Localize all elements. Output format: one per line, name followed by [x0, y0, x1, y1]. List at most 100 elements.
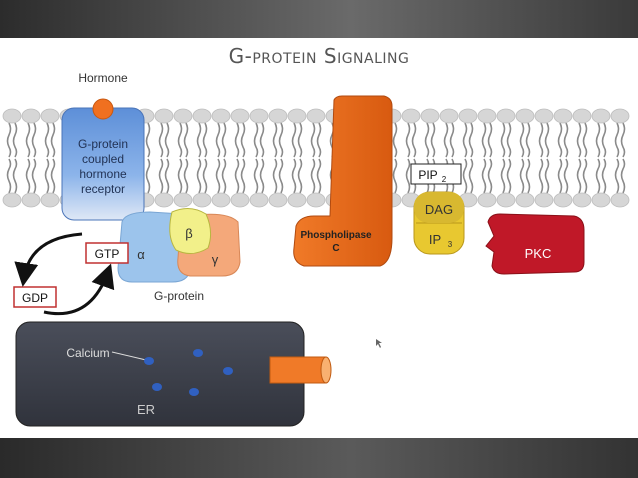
lipid-tail: [601, 158, 607, 194]
lipid-head: [458, 108, 478, 124]
lipid-tail: [620, 158, 626, 194]
lipid-head: [192, 192, 212, 208]
lipid-tail: [500, 122, 506, 158]
lipid-tail: [405, 158, 411, 194]
lipid-tail: [297, 122, 303, 158]
gtp-box: [85, 242, 129, 264]
lipid-tail: [31, 122, 37, 158]
lipid-tail: [240, 158, 246, 194]
lipid-tail: [259, 122, 265, 158]
lipid-head: [211, 108, 231, 124]
lipid-tail: [6, 122, 12, 158]
lipid-head: [591, 192, 611, 208]
lipid-head: [572, 108, 592, 124]
lipid-tail: [582, 122, 588, 158]
lipid-tail: [538, 158, 544, 194]
lipid-head: [40, 108, 60, 124]
lipid-tail: [576, 158, 582, 194]
lipid-tail: [12, 158, 18, 194]
lipid-tail: [411, 122, 417, 158]
lipid-tail: [278, 122, 284, 158]
g-protein-label: G-protein: [154, 289, 204, 303]
dag-ip3-molecule: DAG IP 3: [413, 191, 465, 255]
lipid-head: [287, 192, 307, 208]
lipid-tail: [240, 122, 246, 158]
slide-title: G-protein Signaling: [228, 44, 410, 68]
lipid-head: [515, 108, 535, 124]
lipid-head: [439, 108, 459, 124]
lipid-tail: [443, 122, 449, 158]
lipid-head: [230, 108, 250, 124]
lipid-tail: [259, 158, 265, 194]
bottom-banner: [0, 438, 638, 478]
lipid-tail: [44, 122, 50, 158]
lipid-tail: [196, 158, 202, 194]
lipid-head: [572, 192, 592, 208]
lipid-head: [268, 108, 288, 124]
lipid-tail: [158, 158, 164, 194]
lipid-tail: [25, 122, 31, 158]
lipid-tail: [25, 158, 31, 194]
lipid-tail: [500, 158, 506, 194]
lipid-tail: [563, 122, 569, 158]
lipid-tail: [272, 158, 278, 194]
lipid-tail: [50, 122, 56, 158]
lipid-tail: [221, 122, 227, 158]
lipid-tail: [310, 122, 316, 158]
phospholipase-label-1: Phospholipase: [300, 230, 372, 241]
lipid-tail: [12, 122, 18, 158]
lipid-tail: [468, 122, 474, 158]
lipid-tail: [424, 122, 430, 158]
lipid-head: [230, 192, 250, 208]
lipid-tail: [392, 122, 398, 158]
lipid-head: [306, 108, 326, 124]
lipid-head: [40, 192, 60, 208]
gamma-label: γ: [212, 252, 219, 267]
ip3-receptor-channel: [269, 356, 332, 384]
lipid-tail: [215, 122, 221, 158]
lipid-head: [154, 192, 174, 208]
lipid-tail: [215, 158, 221, 194]
ip-label: IP: [429, 232, 441, 247]
lipid-head: [496, 108, 516, 124]
calcium-ion: [193, 349, 203, 357]
calcium-ion: [189, 388, 199, 396]
lipid-head: [477, 192, 497, 208]
lipid-tail: [183, 158, 189, 194]
pkc-enzyme: [485, 213, 585, 275]
lipid-head: [306, 192, 326, 208]
lipid-tail: [234, 122, 240, 158]
lipid-head: [515, 192, 535, 208]
lipid-head: [192, 108, 212, 124]
lipid-tail: [487, 122, 493, 158]
lipid-tail: [614, 122, 620, 158]
lipid-tail: [601, 122, 607, 158]
lipid-tail: [158, 122, 164, 158]
lipid-head: [2, 192, 22, 208]
lipid-tail: [297, 158, 303, 194]
lipid-head: [173, 192, 193, 208]
lipid-tail: [183, 122, 189, 158]
lipid-tail: [164, 158, 170, 194]
pip-subscript: 2: [442, 175, 447, 184]
lipid-head: [21, 192, 41, 208]
lipid-tail: [145, 158, 151, 194]
lipid-tail: [50, 158, 56, 194]
receptor-label-3: hormone: [79, 167, 127, 181]
lipid-tail: [253, 158, 259, 194]
lipid-tail: [221, 158, 227, 194]
lipid-head: [591, 108, 611, 124]
receptor-label-4: receptor: [81, 182, 125, 196]
lipid-tail: [392, 158, 398, 194]
lipid-tail: [544, 158, 550, 194]
lipid-head: [553, 192, 573, 208]
calcium-ion: [223, 367, 233, 375]
calcium-ion: [152, 383, 162, 391]
ip-subscript: 3: [448, 240, 453, 249]
calcium-ion: [144, 357, 154, 365]
lipid-tail: [519, 158, 525, 194]
lipid-tail: [145, 122, 151, 158]
lipid-tail: [576, 122, 582, 158]
lipid-tail: [462, 158, 468, 194]
